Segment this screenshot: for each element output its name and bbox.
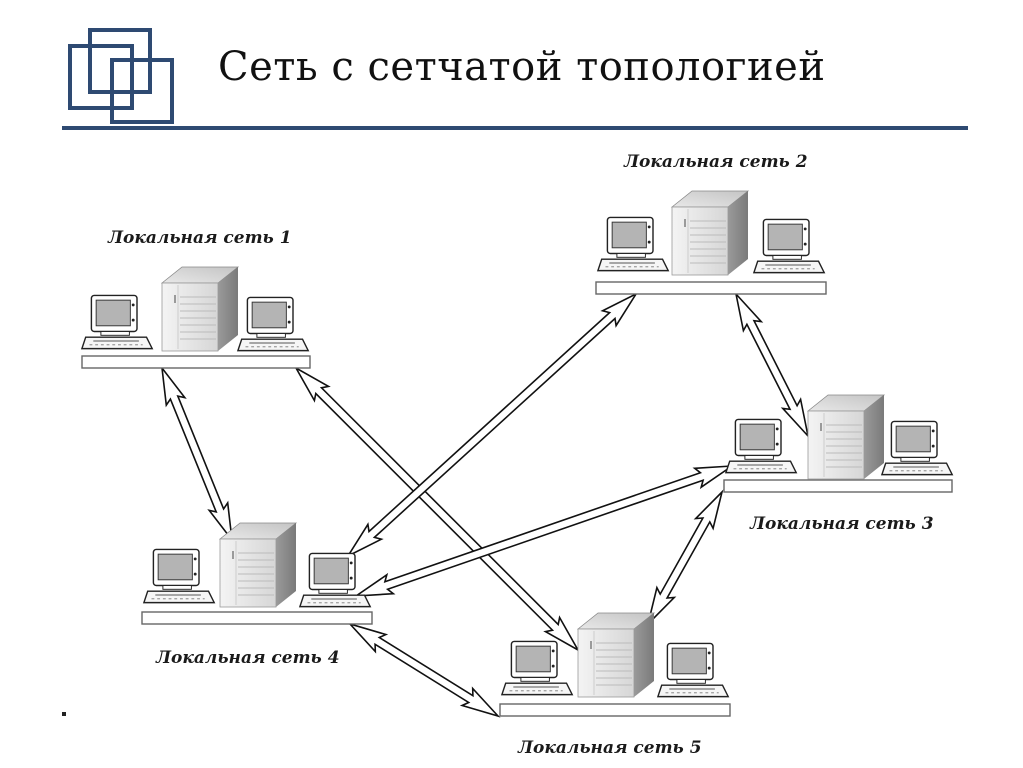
- network-bus-4: [141, 611, 373, 625]
- workstation-icon: [725, 418, 798, 474]
- network-3: [723, 394, 954, 493]
- workstation-icon: [143, 548, 215, 604]
- workstation-icon: [657, 642, 730, 698]
- network-bus-5: [499, 703, 731, 717]
- server-icon: [161, 266, 239, 352]
- links-layer: [160, 291, 810, 718]
- logo-square-left: [68, 44, 134, 110]
- workstation-icon: [597, 216, 670, 272]
- workstation-icon: [237, 296, 310, 352]
- network-1: [81, 266, 311, 369]
- network-label-3: Локальная сеть 3: [750, 514, 934, 534]
- workstation-icon: [881, 420, 954, 476]
- server-icon: [219, 522, 297, 608]
- workstation-icon: [81, 294, 153, 350]
- network-5: [499, 612, 731, 717]
- network-label-5: Локальная сеть 5: [518, 738, 702, 758]
- workstation-icon: [501, 640, 574, 696]
- network-2: [595, 190, 827, 295]
- workstation-icon: [753, 218, 826, 274]
- network-label-2: Локальная сеть 2: [624, 152, 808, 172]
- link-arrow-2-3: [734, 291, 810, 439]
- server-icon: [671, 190, 749, 276]
- network-bus-1: [81, 355, 311, 369]
- overlapping-squares-logo-icon: [68, 28, 174, 124]
- bullet-dot: [62, 712, 66, 716]
- network-bus-3: [723, 479, 953, 493]
- network-label-1: Локальная сеть 1: [108, 228, 292, 248]
- link-arrow-3-5: [646, 489, 724, 627]
- link-arrow-4-5: [347, 622, 501, 718]
- network-label-4: Локальная сеть 4: [156, 648, 340, 668]
- logo-square-right: [110, 58, 174, 124]
- link-arrow-1-5: [293, 365, 581, 653]
- slide-title: Сеть с сетчатой топологией: [218, 44, 826, 90]
- network-bus-2: [595, 281, 827, 295]
- workstation-icon: [299, 552, 372, 608]
- server-icon: [577, 612, 655, 698]
- networks-layer: [81, 190, 954, 717]
- server-icon: [807, 394, 885, 480]
- link-arrow-1-4: [160, 365, 234, 543]
- network-4: [141, 522, 373, 625]
- title-divider: [62, 126, 968, 130]
